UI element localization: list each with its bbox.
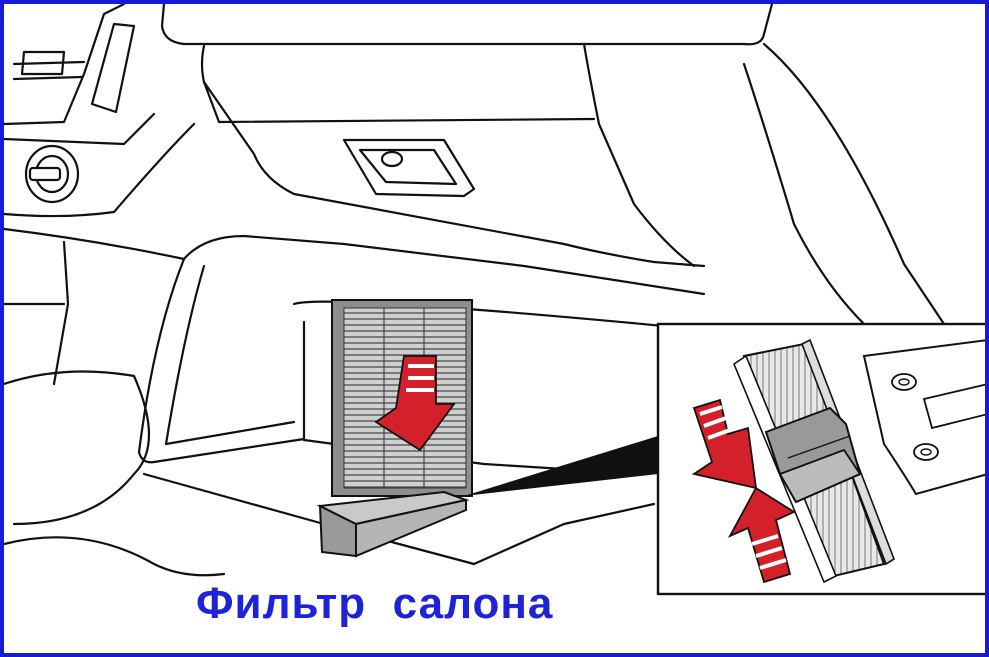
callout-pointer	[464, 436, 658, 496]
glovebox-handle	[342, 138, 476, 198]
converging-arrows-icon	[691, 398, 796, 584]
detail-inset	[656, 322, 985, 596]
glovebox-filter-illustration	[4, 4, 985, 596]
down-arrow-icon	[374, 355, 456, 452]
dashboard-top-ledge	[160, 4, 774, 46]
caption-title: Фильтр салона	[196, 579, 554, 628]
filter-cover	[316, 490, 470, 558]
air-vent-icon	[24, 144, 80, 204]
glovebox-lid	[200, 44, 706, 268]
